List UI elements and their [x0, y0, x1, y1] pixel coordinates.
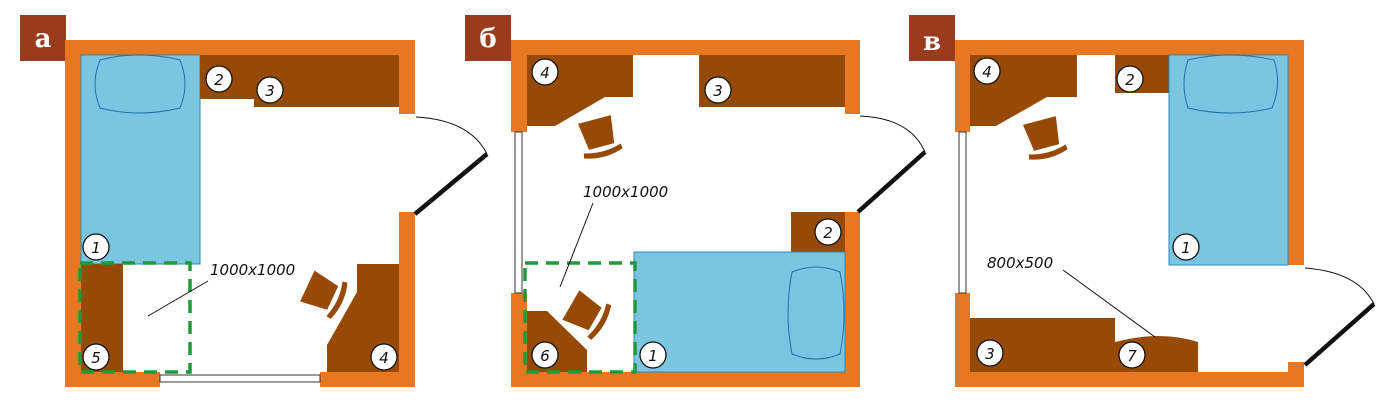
walls [955, 40, 1304, 387]
pillow [787, 266, 845, 360]
svg-text:5: 5 [91, 349, 101, 367]
svg-text:3: 3 [713, 82, 723, 100]
door [856, 150, 927, 214]
window [159, 374, 321, 383]
panel-a: а 1000x1000 1 2 3 4 5 [20, 15, 489, 387]
panel-label-box [465, 15, 511, 61]
bed [80, 54, 201, 265]
dimension-label: 1000x1000 [210, 261, 295, 279]
leader-line [147, 280, 209, 317]
leader-line [1062, 269, 1156, 338]
svg-text:7: 7 [1127, 347, 1137, 365]
panel-label-box [20, 15, 66, 61]
panel-label: а [35, 24, 52, 54]
svg-text:3: 3 [265, 82, 275, 100]
panel-label: б [479, 24, 496, 54]
pillow [94, 54, 186, 114]
chair [1020, 115, 1069, 163]
item-markers: 1 2 3 4 6 [531, 58, 842, 369]
svg-text:3: 3 [985, 345, 995, 363]
pillow [1183, 54, 1278, 114]
window [958, 131, 967, 294]
walls [511, 40, 860, 387]
leader-line [559, 202, 594, 288]
svg-text:2: 2 [214, 71, 224, 89]
panel-label: в [923, 27, 941, 57]
window [514, 131, 523, 294]
bed [1168, 54, 1289, 266]
item-markers: 1 2 3 4 5 [82, 65, 398, 371]
walls [65, 40, 415, 387]
door-swing-arc [1304, 267, 1375, 305]
svg-text:2: 2 [1125, 71, 1135, 89]
item-markers: 1 2 3 4 7 [973, 57, 1200, 369]
free-zone [78, 261, 192, 374]
svg-text:1: 1 [91, 239, 101, 257]
panel-b: б 1000x1000 1 2 3 4 6 [465, 15, 927, 387]
svg-text:1: 1 [1181, 239, 1191, 257]
chair [575, 114, 624, 162]
svg-text:6: 6 [540, 347, 550, 365]
panel-c: в 800x500 1 2 3 4 7 [909, 15, 1376, 387]
door-swing-arc [415, 116, 488, 155]
free-zone [523, 261, 637, 374]
svg-text:4: 4 [982, 63, 992, 81]
svg-text:4: 4 [379, 349, 389, 367]
door [413, 152, 489, 216]
door [1303, 302, 1376, 367]
dimension-label: 800x500 [987, 254, 1053, 272]
svg-text:4: 4 [540, 64, 550, 82]
panel-label-box [909, 15, 955, 61]
chair [298, 267, 351, 321]
dimension-label: 1000x1000 [583, 183, 668, 201]
svg-text:2: 2 [823, 224, 833, 242]
svg-text:1: 1 [648, 347, 658, 365]
door-swing-arc [859, 115, 926, 153]
bed [633, 251, 846, 373]
